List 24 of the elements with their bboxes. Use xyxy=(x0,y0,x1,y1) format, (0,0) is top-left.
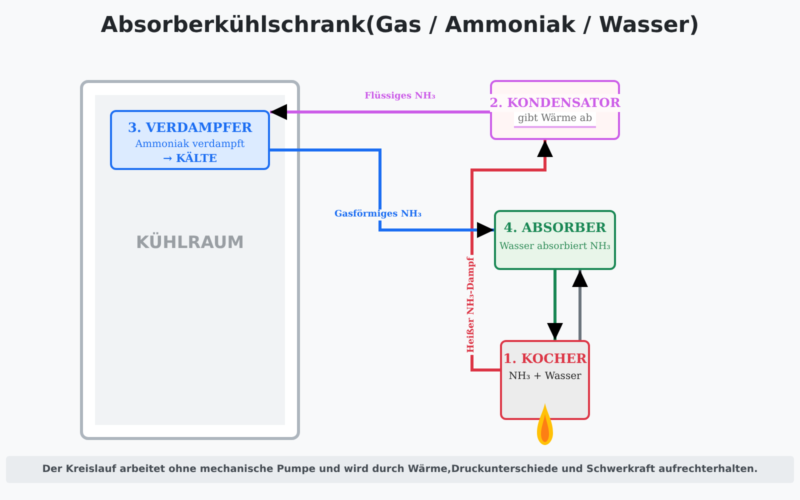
arrow xyxy=(270,104,490,120)
box-title: 2. KONDENSATOR xyxy=(490,94,620,112)
box-text: → KÄLTE xyxy=(162,152,218,166)
box-title: 4. ABSORBER xyxy=(504,220,606,238)
box-title: 3. VERDAMPFER xyxy=(128,120,252,138)
arrow xyxy=(270,148,494,238)
box-text: Ammoniak verdampft xyxy=(135,138,245,152)
process-box xyxy=(490,80,620,140)
diagram-title: Absorberkühlschrank(Gas / Ammoniak / Wasser) xyxy=(100,13,700,38)
edge-label: Flüssiges NH₃ xyxy=(362,92,438,102)
edge-label: Gasförmiges NH₃ xyxy=(332,210,424,220)
room-label: KÜHLRAUM xyxy=(134,233,246,253)
box-title: 1. KOCHER xyxy=(503,351,587,369)
box-text: Wasser absorbiert NH₃ xyxy=(500,240,610,254)
caption: Der Kreislauf arbeitet ohne mechanische Pumpe und wird durch Wärme,Druckunterschiede und Schwerkraft aufrechterhalten. xyxy=(6,456,794,483)
box-text: gibt Wärme ab xyxy=(514,112,596,128)
process-box xyxy=(110,110,270,170)
box-text: NH₃ + Wasser xyxy=(508,370,582,384)
process-box xyxy=(500,340,590,420)
process-box xyxy=(494,210,616,270)
fridge-cabinet xyxy=(80,80,300,440)
arrow xyxy=(572,270,588,340)
edge-label: Heißer NH₃-Dampf xyxy=(466,255,478,355)
arrow xyxy=(547,270,563,340)
